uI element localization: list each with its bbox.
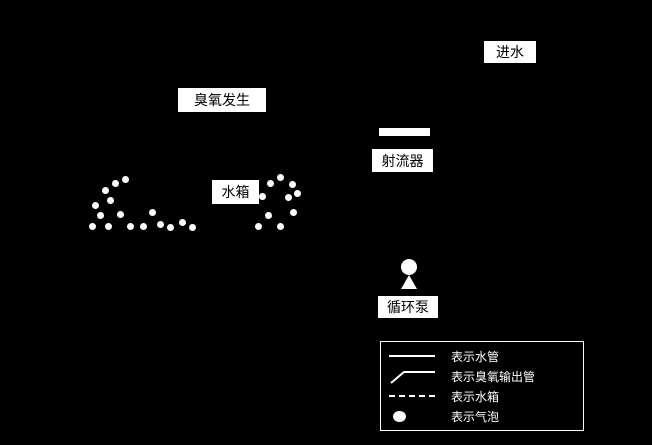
bubble-icon	[254, 222, 262, 230]
legend-label: 表示臭氧输出管	[451, 369, 536, 384]
water-tank-symbol	[389, 395, 445, 397]
solid-line-icon	[389, 355, 435, 357]
ozone-generator-label-text: 臭氧发生	[194, 92, 250, 108]
bubble-icon	[96, 211, 104, 219]
bubble-icon	[88, 222, 96, 230]
legend-row-bubble: 表示气泡	[381, 407, 583, 426]
bubble-icon	[111, 179, 119, 187]
circulation-pump-label-text: 循环泵	[387, 299, 429, 315]
legend-label: 表示水管	[451, 349, 500, 364]
bubble-icon	[293, 189, 301, 197]
bubble-icon	[258, 192, 266, 200]
water-pipe-symbol	[389, 355, 445, 357]
jet-device-icon	[379, 128, 430, 136]
legend-label: 表示水箱	[451, 389, 500, 404]
water-tank-label-text: 水箱	[221, 184, 250, 200]
dashed-line-icon	[389, 395, 435, 397]
bubble-icon	[156, 220, 164, 228]
legend-row-water-tank: 表示水箱	[381, 387, 583, 406]
bubble-icon	[91, 201, 99, 209]
bubble-icon	[104, 222, 112, 230]
bubble-icon	[166, 223, 174, 231]
bubble-icon	[276, 173, 284, 181]
water-tank-label: 水箱	[212, 180, 259, 204]
ozone-output-pipe-symbol	[389, 367, 445, 385]
circulation-pump-label: 循环泵	[378, 296, 438, 318]
bubble-icon	[101, 186, 109, 194]
legend-label: 表示气泡	[451, 409, 500, 424]
bubble-icon	[284, 193, 292, 201]
jet-device-label: 射流器	[372, 149, 433, 172]
pump-icon	[401, 259, 417, 289]
bubble-icon	[121, 175, 129, 183]
bubble-icon	[106, 196, 114, 204]
bubble-icon	[289, 208, 297, 216]
bubble-icon	[139, 222, 147, 230]
legend-row-ozone-pipe: 表示臭氧输出管	[381, 367, 583, 386]
jet-device-label-text: 射流器	[381, 152, 424, 169]
legend-box: 表示水管 表示臭氧输出管 表示水箱 表示气泡	[380, 341, 584, 431]
bubble-icon	[126, 222, 134, 230]
bubble-icon	[288, 180, 296, 188]
bubble-icon	[276, 222, 284, 230]
bubble-icon	[266, 179, 274, 187]
inlet-label: 进水	[484, 41, 536, 63]
bent-line-icon	[390, 371, 435, 384]
bubble-icon	[188, 223, 196, 231]
bubble-icon	[148, 208, 156, 216]
ozone-generator-label: 臭氧发生	[178, 88, 266, 112]
bubble-icon	[393, 410, 406, 422]
bubble-symbol	[389, 410, 445, 422]
inlet-label-text: 进水	[496, 44, 524, 60]
bubble-icon	[264, 211, 272, 219]
legend-row-water-pipe: 表示水管	[381, 347, 583, 366]
bubble-icon	[116, 210, 124, 218]
bubble-icon	[178, 218, 186, 226]
